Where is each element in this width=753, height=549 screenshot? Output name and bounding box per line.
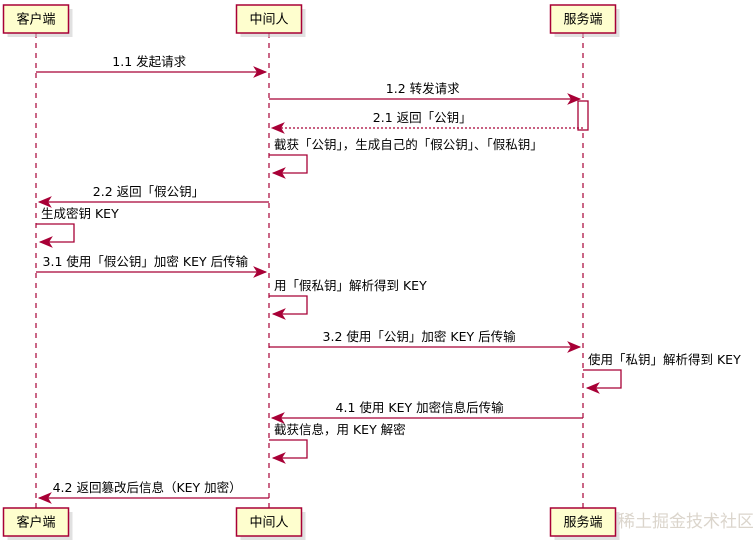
message-m5: 2.2 返回「假公钥」 <box>37 184 269 208</box>
participants-bottom-group: 客户端 中间人 服务端 <box>2 507 620 540</box>
self-message-line <box>269 295 308 320</box>
message-m9: 3.2 使用「公钥」加密 KEY 后传输 <box>269 329 582 353</box>
watermark-label: 稀土掘金技术社区 <box>618 512 753 532</box>
message-m7: 3.1 使用「假公钥」加密 KEY 后传输 <box>36 254 268 278</box>
self-message-line <box>269 439 308 464</box>
message-label: 2.1 返回「公钥」 <box>373 110 472 125</box>
message-m10: 使用「私钥」解析得到 KEY <box>583 352 741 394</box>
self-message-line <box>583 369 622 394</box>
message-label: 用「假私钥」解析得到 KEY <box>274 278 427 293</box>
activations-group <box>577 100 589 131</box>
self-message-line <box>36 223 75 248</box>
message-label: 3.1 使用「假公钥」加密 KEY 后传输 <box>43 254 249 269</box>
message-m2: 1.2 转发请求 <box>269 81 582 105</box>
participant-label: 服务端 <box>563 515 602 531</box>
message-m13: 4.2 返回篡改后信息（KEY 加密） <box>37 480 269 504</box>
message-label: 使用「私钥」解析得到 KEY <box>588 352 741 367</box>
messages-group: 1.1 发起请求 1.2 转发请求 2.1 返回「公钥」截获「公钥」，生成自己的「假… <box>36 54 741 504</box>
participant-label: 中间人 <box>249 13 288 28</box>
message-label: 2.2 返回「假公钥」 <box>93 184 204 199</box>
message-m12: 截获信息，用 KEY 解密 <box>269 422 406 464</box>
participant-server-top[interactable]: 服务端 <box>549 4 620 37</box>
participant-client-bottom[interactable]: 客户端 <box>2 507 73 540</box>
message-label: 3.2 使用「公钥」加密 KEY 后传输 <box>323 329 517 344</box>
participant-label: 客户端 <box>16 515 55 531</box>
message-m8: 用「假私钥」解析得到 KEY <box>269 278 427 320</box>
participant-mitm-top[interactable]: 中间人 <box>235 4 306 37</box>
message-label: 4.2 返回篡改后信息（KEY 加密） <box>53 480 242 495</box>
message-m1: 1.1 发起请求 <box>36 54 268 78</box>
participants-top-group: 客户端 中间人 服务端 <box>2 4 620 37</box>
message-m6: 生成密钥 KEY <box>36 206 119 248</box>
self-message-line <box>269 154 308 179</box>
participant-label: 客户端 <box>16 12 55 28</box>
activation-bar-server-0 <box>577 100 589 131</box>
participant-label: 中间人 <box>249 516 288 531</box>
message-m11: 4.1 使用 KEY 加密信息后传输 <box>270 400 583 424</box>
message-label: 4.1 使用 KEY 加密信息后传输 <box>336 400 505 415</box>
message-m3: 2.1 返回「公钥」 <box>270 110 583 134</box>
message-label: 1.2 转发请求 <box>386 81 460 96</box>
message-label: 生成密钥 KEY <box>41 206 119 221</box>
participant-label: 服务端 <box>563 12 602 28</box>
message-label: 1.1 发起请求 <box>112 54 186 69</box>
message-m4: 截获「公钥」，生成自己的「假公钥」、「假私钥」 <box>269 137 543 179</box>
participant-server-bottom[interactable]: 服务端 <box>549 507 620 540</box>
message-label: 截获「公钥」，生成自己的「假公钥」、「假私钥」 <box>274 137 543 152</box>
participant-mitm-bottom[interactable]: 中间人 <box>235 507 306 540</box>
message-label: 截获信息，用 KEY 解密 <box>274 422 406 437</box>
participant-client-top[interactable]: 客户端 <box>2 4 73 37</box>
